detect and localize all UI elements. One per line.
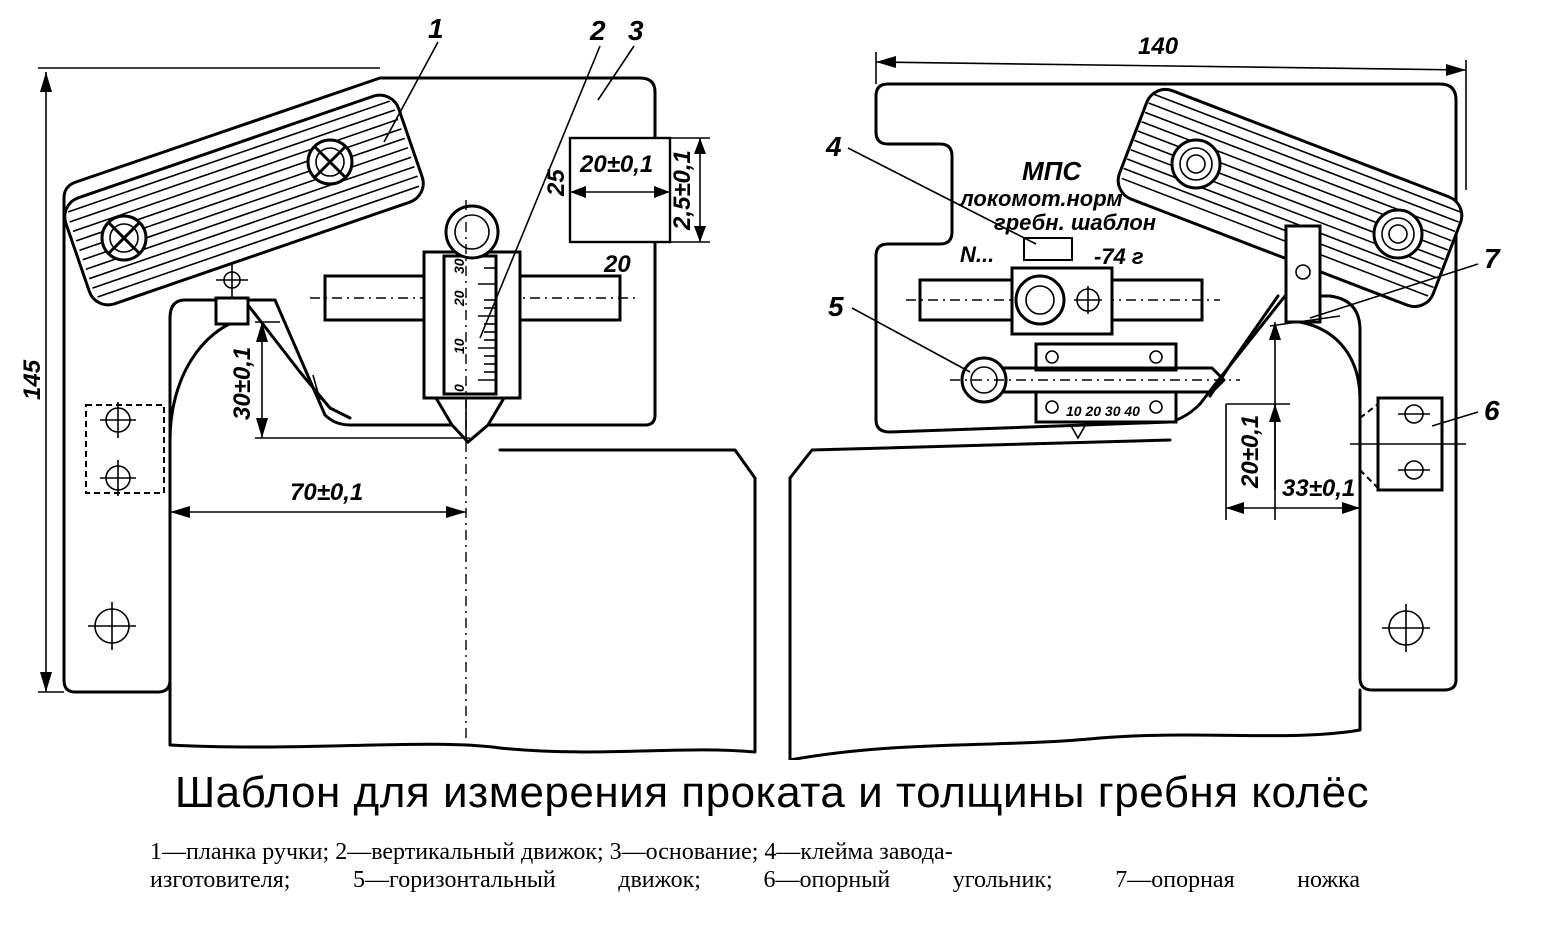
arrow-icon bbox=[1269, 322, 1281, 340]
arrow-icon bbox=[40, 72, 52, 92]
legend-line-2: изготовителя; 5—горизонтальный движок; 6… bbox=[150, 867, 1360, 893]
left-view: 0 10 20 30 145 70±0,1 bbox=[19, 13, 757, 754]
callout-1: 1 bbox=[428, 13, 444, 44]
arrow-icon bbox=[694, 226, 706, 242]
screw-icon bbox=[1170, 138, 1222, 190]
callout-5: 5 bbox=[828, 291, 844, 322]
leader-5 bbox=[851, 307, 971, 373]
mount-hole-icon bbox=[100, 402, 136, 438]
leader-7 bbox=[1309, 263, 1479, 319]
wheel-profile-left bbox=[168, 448, 757, 754]
wheel-profile-right bbox=[788, 438, 1362, 760]
callout-4: 4 bbox=[825, 131, 842, 162]
arrow-icon bbox=[446, 506, 466, 518]
arrow-icon bbox=[876, 56, 896, 68]
horizontal-slider-top bbox=[1034, 342, 1178, 372]
callout-7: 7 bbox=[1484, 243, 1501, 274]
stamp-line1: МПС bbox=[1022, 156, 1082, 186]
arrow-icon bbox=[1342, 502, 1360, 514]
leader-6 bbox=[1431, 411, 1479, 427]
callout-6: 6 bbox=[1484, 395, 1500, 426]
gauge-drawing: 0 10 20 30 145 70±0,1 bbox=[19, 13, 1501, 760]
leader-4 bbox=[847, 147, 1037, 245]
screw-icon bbox=[1372, 208, 1424, 260]
arrow-icon bbox=[40, 672, 52, 692]
arrow-icon bbox=[1446, 64, 1466, 76]
arrow-icon bbox=[1226, 502, 1244, 514]
screw-icon bbox=[306, 138, 354, 186]
base-plate-right bbox=[874, 82, 1458, 692]
callout-2: 2 bbox=[589, 15, 606, 46]
arrow-icon bbox=[694, 138, 706, 154]
leader-3 bbox=[597, 45, 635, 101]
stamp-line3: гребн. шаблон bbox=[994, 210, 1156, 235]
base-plate-left bbox=[62, 76, 657, 694]
leader-1 bbox=[383, 41, 439, 143]
arrow-icon bbox=[570, 186, 586, 198]
chamfer-left bbox=[246, 303, 352, 420]
chamfer-tick bbox=[312, 374, 321, 401]
right-view: МПС локомот.норм гребн. шаблон N... -74 … bbox=[788, 33, 1501, 760]
mount-hole-icon bbox=[100, 460, 136, 496]
vertical-slider-scale bbox=[442, 254, 498, 396]
scale-label-20: 20 bbox=[451, 290, 467, 307]
figure-legend: 1—планка ручки; 2—вертикальный движок; 3… bbox=[150, 838, 1360, 894]
leader-2 bbox=[479, 45, 601, 339]
support-foot bbox=[1284, 224, 1322, 324]
callout-3: 3 bbox=[628, 15, 644, 46]
dim-70: 70±0,1 bbox=[290, 479, 363, 506]
support-angle-left-hidden bbox=[85, 404, 165, 494]
arrow-icon bbox=[170, 506, 190, 518]
vertical-slider-tip bbox=[433, 396, 507, 445]
arrow-icon bbox=[654, 186, 670, 198]
mount-hole-icon bbox=[88, 602, 136, 650]
dim-line-140 bbox=[875, 61, 1467, 71]
figure-title: Шаблон для измерения проката и толщины г… bbox=[174, 768, 1370, 817]
arrow-icon bbox=[256, 322, 268, 342]
horizontal-scale-label: 10 20 30 40 bbox=[1066, 403, 1140, 419]
dim-20: 20 bbox=[603, 251, 631, 278]
scale-label-30: 30 bbox=[451, 258, 467, 274]
legend-line-1: 1—планка ручки; 2—вертикальный движок; 3… bbox=[150, 839, 953, 865]
mount-hole-icon bbox=[1382, 604, 1430, 652]
stamp-line2: локомот.норм bbox=[959, 186, 1123, 211]
chamfer-right bbox=[1208, 294, 1280, 398]
screw-icon bbox=[100, 214, 148, 262]
dim-20-right: 20±0,1 bbox=[1237, 415, 1264, 489]
dim-30: 30±0,1 bbox=[229, 347, 256, 420]
scale-label-0: 0 bbox=[451, 384, 467, 392]
dim-25-box: 2,5±0,1 bbox=[669, 150, 696, 231]
dim-20-box: 20±0,1 bbox=[579, 151, 653, 178]
detail-box bbox=[568, 136, 672, 244]
dim-145: 145 bbox=[19, 359, 46, 400]
arrow-icon bbox=[256, 418, 268, 438]
top-pin-left bbox=[214, 296, 250, 326]
scale-label-10: 10 bbox=[451, 338, 467, 354]
arch-curve-right bbox=[1298, 320, 1362, 402]
slider-knob-left bbox=[444, 204, 500, 260]
arrow-icon bbox=[1269, 404, 1281, 422]
dim-140: 140 bbox=[1138, 33, 1179, 60]
stamp-year: -74 г bbox=[1094, 244, 1144, 269]
dim-33: 33±0,1 bbox=[1282, 475, 1355, 502]
stamp-serial: N... bbox=[960, 242, 994, 267]
